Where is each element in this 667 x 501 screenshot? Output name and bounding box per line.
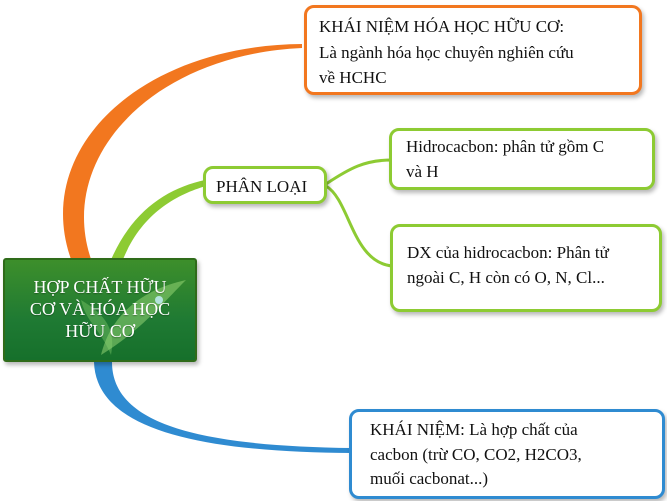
node-text-line: và H (406, 161, 439, 181)
branch-green-main (110, 180, 206, 262)
node-text-line: Là ngành hóa học chuyên nghiên cứu (319, 42, 574, 62)
node-classification[interactable]: PHÂN LOẠI (203, 166, 327, 204)
node-text-line: cacbon (trừ CO, CO2, H2CO3, (370, 444, 582, 464)
node-text-line: Hidrocacbon: phân tử gồm C (406, 137, 605, 156)
node-hydrocarbon[interactable]: Hidrocacbon: phân tử gồm C và H (389, 128, 655, 190)
node-text-line: ngoài C, H còn có O, N, Cl... (407, 267, 605, 287)
node-hydrocarbon-derivative[interactable]: DX của hidrocacbon: Phân tử ngoài C, H c… (390, 224, 662, 312)
root-node[interactable]: HỢP CHẤT HỮU CƠ VÀ HÓA HỌC HỮU CƠ (3, 258, 197, 362)
branch-green-derivative (325, 184, 393, 268)
node-organic-compound-concept[interactable]: KHÁI NIỆM: Là hợp chất của cacbon (trừ C… (349, 409, 665, 499)
node-text-line: DX của hidrocacbon: Phân tử (407, 243, 609, 262)
leaf-icon (81, 280, 186, 355)
root-label: HỢP CHẤT HỮU CƠ VÀ HÓA HỌC HỮU CƠ (29, 277, 171, 341)
node-text-line: muối cacbonat...) (370, 469, 489, 489)
branch-blue (94, 362, 352, 453)
node-organic-chemistry-definition[interactable]: KHÁI NIỆM HÓA HỌC HỮU CƠ: Là ngành hóa h… (304, 5, 642, 95)
node-text-line: KHÁI NIỆM: Là hợp chất của (370, 420, 578, 439)
branch-green-hydrocarbon (325, 158, 393, 186)
node-text-line: về HCHC (319, 68, 387, 87)
node-text-line: PHÂN LOẠI (216, 177, 308, 196)
branch-orange (63, 44, 302, 262)
node-text-line: KHÁI NIỆM HÓA HỌC HỮU CƠ: (319, 17, 565, 36)
